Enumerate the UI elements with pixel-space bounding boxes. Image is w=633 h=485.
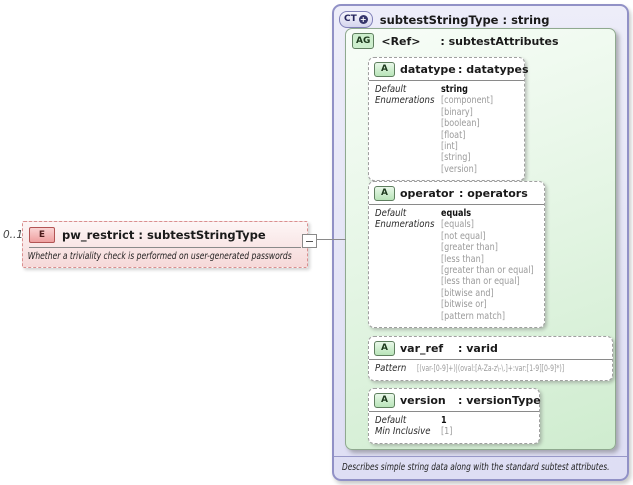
complex-type-box[interactable]: CT + subtestStringType : string AG <Ref>… [332,4,629,481]
facet-value: [binary] [441,106,473,118]
facet-value: [not equal] [441,230,486,242]
element-title: pw_restrict : subtestStringType [62,228,266,242]
facet-value: 1 [441,415,447,426]
facet-value: [bitwise and] [441,287,494,299]
facet-row: Default string [375,84,519,95]
facet-label: Default [375,208,407,219]
facet-row: [binary] [375,107,519,118]
complex-type-badge-label: CT [344,14,357,24]
facet-row: [string] [375,152,519,163]
attribute-type: : operators [458,187,528,200]
element-box-pw-restrict[interactable]: E pw_restrict : subtestStringType Whethe… [22,221,308,268]
attribute-title-row: A version : versionType [369,389,541,412]
attribute-badge: A [374,186,395,201]
attribute-group-title-row: AG <Ref> : subtestAttributes [352,33,559,49]
facet-label: Pattern [375,363,407,374]
attribute-type: : varid [458,342,498,355]
complex-type-annotation-text: Describes simple string data along with … [342,462,610,473]
facet-value: string [441,84,468,95]
plus-icon: + [358,15,368,24]
facet-row: [less than] [375,254,539,265]
reference-connector-line [315,239,346,240]
facet-value: [1] [441,426,453,438]
attribute-badge: A [374,393,395,408]
facet-row: [less than or equal] [375,276,539,287]
complex-type-title-row: CT + subtestStringType : string [339,11,549,28]
facet-value: [float] [441,129,466,141]
facet-value: [pattern match] [441,310,506,322]
attribute-type: : versionType [458,394,541,407]
facet-value: [less than or equal] [441,276,520,288]
facet-row: Default 1 [375,415,534,426]
facet-label: Default [375,415,407,426]
facet-row: [pattern match] [375,311,539,322]
facet-value: [bitwise or] [441,299,487,311]
facet-row: Default equals [375,208,539,219]
attribute-badge: A [374,341,395,356]
complex-type-annotation: Describes simple string data along with … [334,456,627,479]
element-annotation: Whether a triviality check is performed … [27,251,292,262]
collapse-icon [306,240,313,242]
facet-label: Enumerations [375,95,435,107]
attribute-box-var-ref[interactable]: A var_ref : varid Pattern [(var-[0-9]+)|(… [368,336,613,382]
divider [29,247,301,248]
facet-label: Enumerations [375,219,435,231]
facet-label: Min Inclusive [375,426,431,438]
facet-row: [greater than] [375,242,539,253]
element-badge: E [29,227,55,243]
facet-value: [greater than] [441,242,498,254]
facet-row: [version] [375,164,519,175]
attribute-group-name: <Ref> [381,34,421,48]
cardinality-label: 0..1 [3,229,24,241]
facet-row: [bitwise or] [375,299,539,310]
element-title-row: E pw_restrict : subtestStringType [23,222,307,246]
attribute-name: var_ref [400,342,444,355]
attribute-title-row: A var_ref : varid [369,337,612,360]
facet-value: [component] [441,95,494,107]
facet-row: Pattern [(var-[0-9]+)|(oval:[A-Za-z\-\.]+… [375,363,607,375]
facet-row: [not equal] [375,231,539,242]
facet-value: [string] [441,152,471,164]
attribute-title-row: A datatype : datatypes [369,58,529,81]
facet-row: [bitwise and] [375,288,539,299]
attribute-type: : datatypes [458,63,529,76]
facet-row: [boolean] [375,118,519,129]
facet-row: [greater than or equal] [375,265,539,276]
attribute-group-badge: AG [352,33,375,49]
attribute-group-type: : subtestAttributes [440,34,559,48]
facet-value: [version] [441,163,477,175]
facet-value: [boolean] [441,118,480,130]
complex-type-title: subtestStringType : string [379,12,550,27]
attribute-group-box[interactable]: AG <Ref> : subtestAttributes A datatype … [345,28,616,450]
facet-value: [less than] [441,253,484,265]
facet-value: [greater than or equal] [441,265,534,277]
facet-row: Min Inclusive [1] [375,426,534,437]
facet-row: [int] [375,141,519,152]
facet-row: Enumerations [component] [375,95,519,106]
facet-value: [(var-[0-9]+)|(oval:[A-Za-z\-\.]+:var:[1… [417,364,565,374]
attribute-badge: A [374,62,395,77]
attribute-facets: Pattern [(var-[0-9]+)|(oval:[A-Za-z\-\.]+… [369,360,612,380]
facet-row: [float] [375,130,519,141]
facet-row: Enumerations [equals] [375,219,539,230]
facet-value: equals [441,208,472,219]
attribute-name: version [400,394,446,407]
complex-type-badge: CT + [339,11,373,28]
facet-label: Default [375,84,407,95]
attribute-name: datatype [400,63,456,76]
expand-toggle[interactable] [302,234,317,248]
facet-value: [int] [441,141,458,153]
attribute-title-row: A operator : operators [369,182,544,205]
attribute-name: operator [400,187,454,200]
facet-value: [equals] [441,219,474,231]
